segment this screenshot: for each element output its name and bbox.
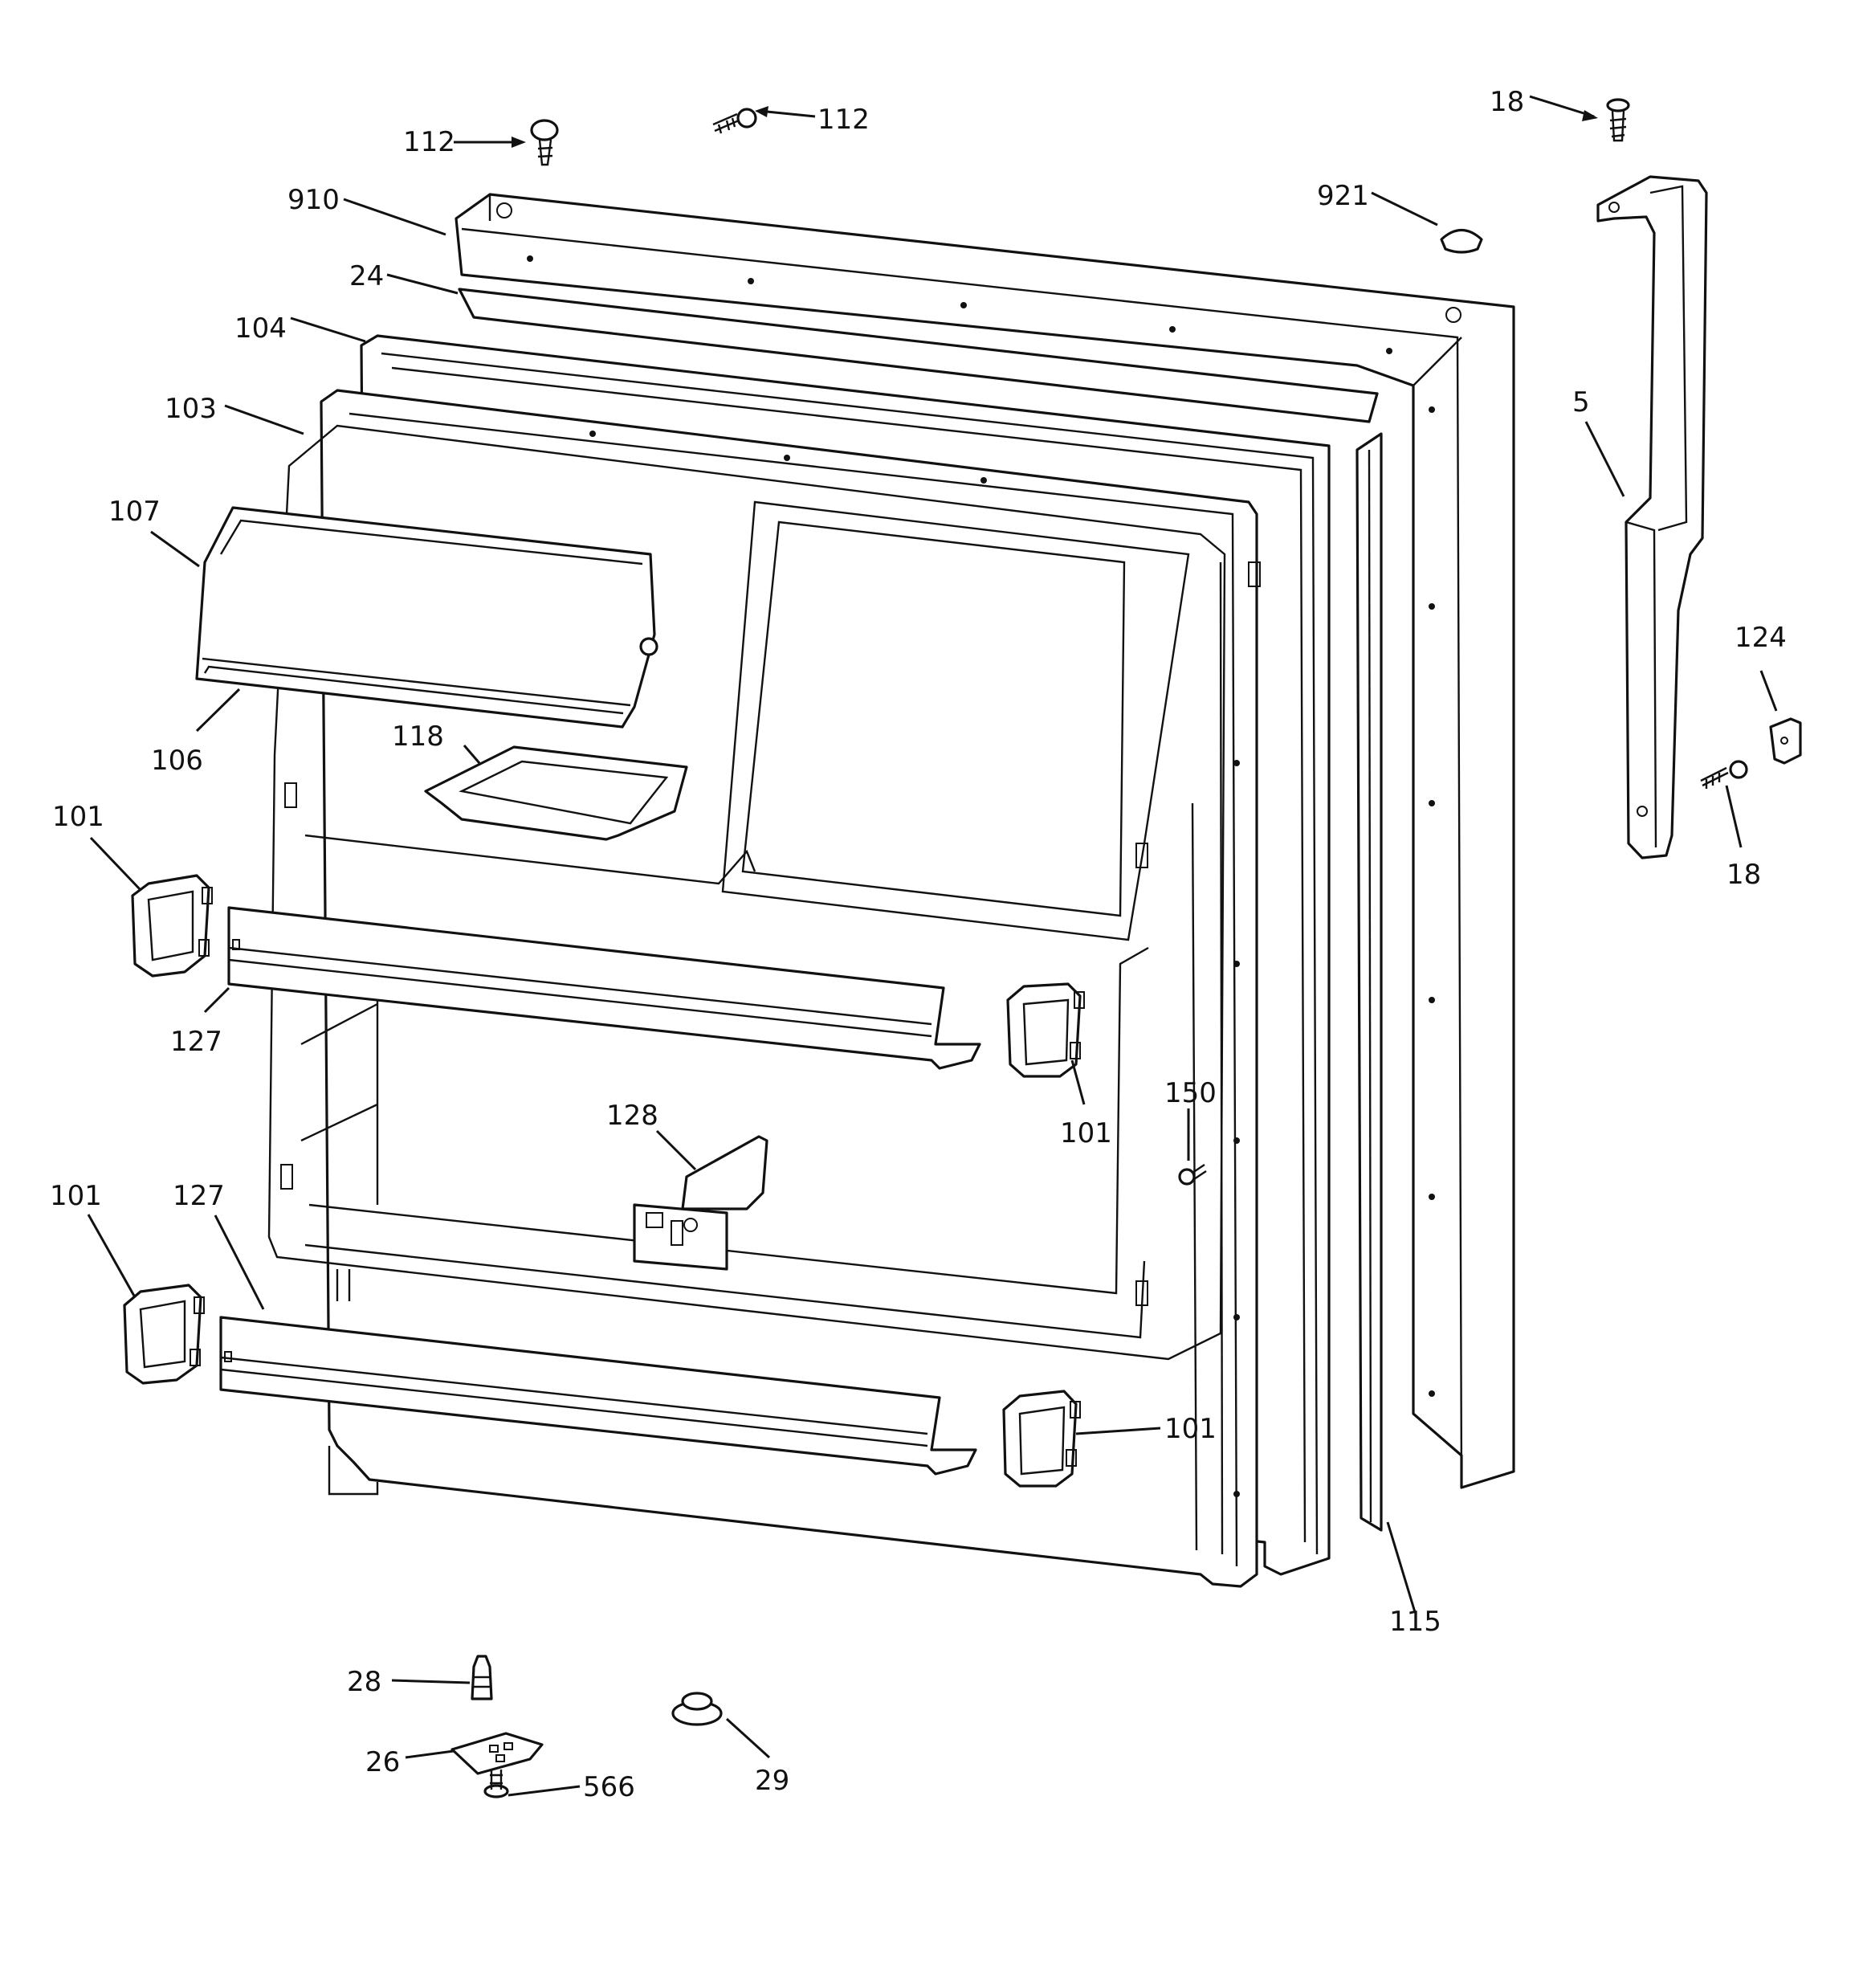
callout-101d: 101 bbox=[1164, 1413, 1217, 1445]
callout-101a: 101 bbox=[52, 801, 104, 833]
lower-shelf-bar bbox=[219, 1316, 977, 1476]
callout-28: 28 bbox=[347, 1666, 381, 1698]
screw-112-right bbox=[712, 108, 757, 134]
shelf-end-cap-left-upper bbox=[131, 874, 213, 978]
callout-106: 106 bbox=[151, 745, 203, 777]
callout-labels: 112 112 18 910 921 24 104 103 107 5 124 … bbox=[50, 86, 1787, 1803]
hinge-pin-28 bbox=[471, 1655, 493, 1700]
callout-5: 5 bbox=[1572, 386, 1590, 418]
screw-566 bbox=[483, 1770, 509, 1798]
callout-921: 921 bbox=[1317, 180, 1369, 212]
callout-104: 104 bbox=[234, 312, 287, 345]
bushing-29 bbox=[671, 1692, 723, 1726]
door-handle bbox=[1596, 175, 1708, 859]
shelf-end-cap-right-lower bbox=[1002, 1390, 1081, 1488]
screw-112-left bbox=[530, 119, 559, 166]
hinge-cap bbox=[1769, 717, 1802, 765]
callout-150: 150 bbox=[1164, 1077, 1217, 1109]
handle-screw-upper bbox=[1606, 98, 1630, 142]
callout-103: 103 bbox=[165, 393, 217, 425]
hinge-plate-26 bbox=[450, 1732, 544, 1775]
callout-566: 566 bbox=[583, 1771, 635, 1803]
callout-115: 115 bbox=[1389, 1606, 1441, 1638]
callout-101c: 101 bbox=[50, 1180, 102, 1212]
side-gasket-strip bbox=[1355, 432, 1383, 1532]
callout-124: 124 bbox=[1735, 622, 1787, 654]
shelf-end-cap-right-upper bbox=[1006, 982, 1085, 1078]
callout-112a: 112 bbox=[403, 126, 455, 158]
leader-lines bbox=[87, 95, 1778, 1797]
callout-107: 107 bbox=[108, 496, 161, 528]
dairy-tray bbox=[424, 745, 688, 841]
callout-101b: 101 bbox=[1060, 1117, 1112, 1149]
dairy-compartment-door bbox=[195, 506, 658, 729]
shelf-end-cap-left-lower bbox=[123, 1284, 205, 1385]
door-top-strip bbox=[458, 288, 1379, 423]
inner-liner-cavity bbox=[267, 424, 1261, 1496]
wine-rack-bracket bbox=[633, 1135, 768, 1271]
callout-118: 118 bbox=[392, 720, 444, 753]
callout-128: 128 bbox=[606, 1100, 658, 1132]
callout-26: 26 bbox=[365, 1746, 400, 1778]
hole-plug bbox=[1440, 228, 1483, 254]
callout-29: 29 bbox=[755, 1765, 789, 1797]
callout-24: 24 bbox=[349, 260, 384, 292]
callout-112b: 112 bbox=[817, 104, 870, 136]
callout-127a: 127 bbox=[170, 1026, 222, 1058]
leader-arrows bbox=[512, 106, 1598, 148]
callout-910: 910 bbox=[287, 184, 340, 216]
upper-shelf-bar bbox=[227, 906, 981, 1070]
handle-screw-lower bbox=[1700, 760, 1748, 789]
callout-18b: 18 bbox=[1726, 859, 1761, 891]
callout-18a: 18 bbox=[1490, 86, 1524, 118]
screw-150 bbox=[1178, 1164, 1207, 1186]
callout-127b: 127 bbox=[173, 1180, 225, 1212]
outer-door-panel bbox=[455, 193, 1515, 1489]
